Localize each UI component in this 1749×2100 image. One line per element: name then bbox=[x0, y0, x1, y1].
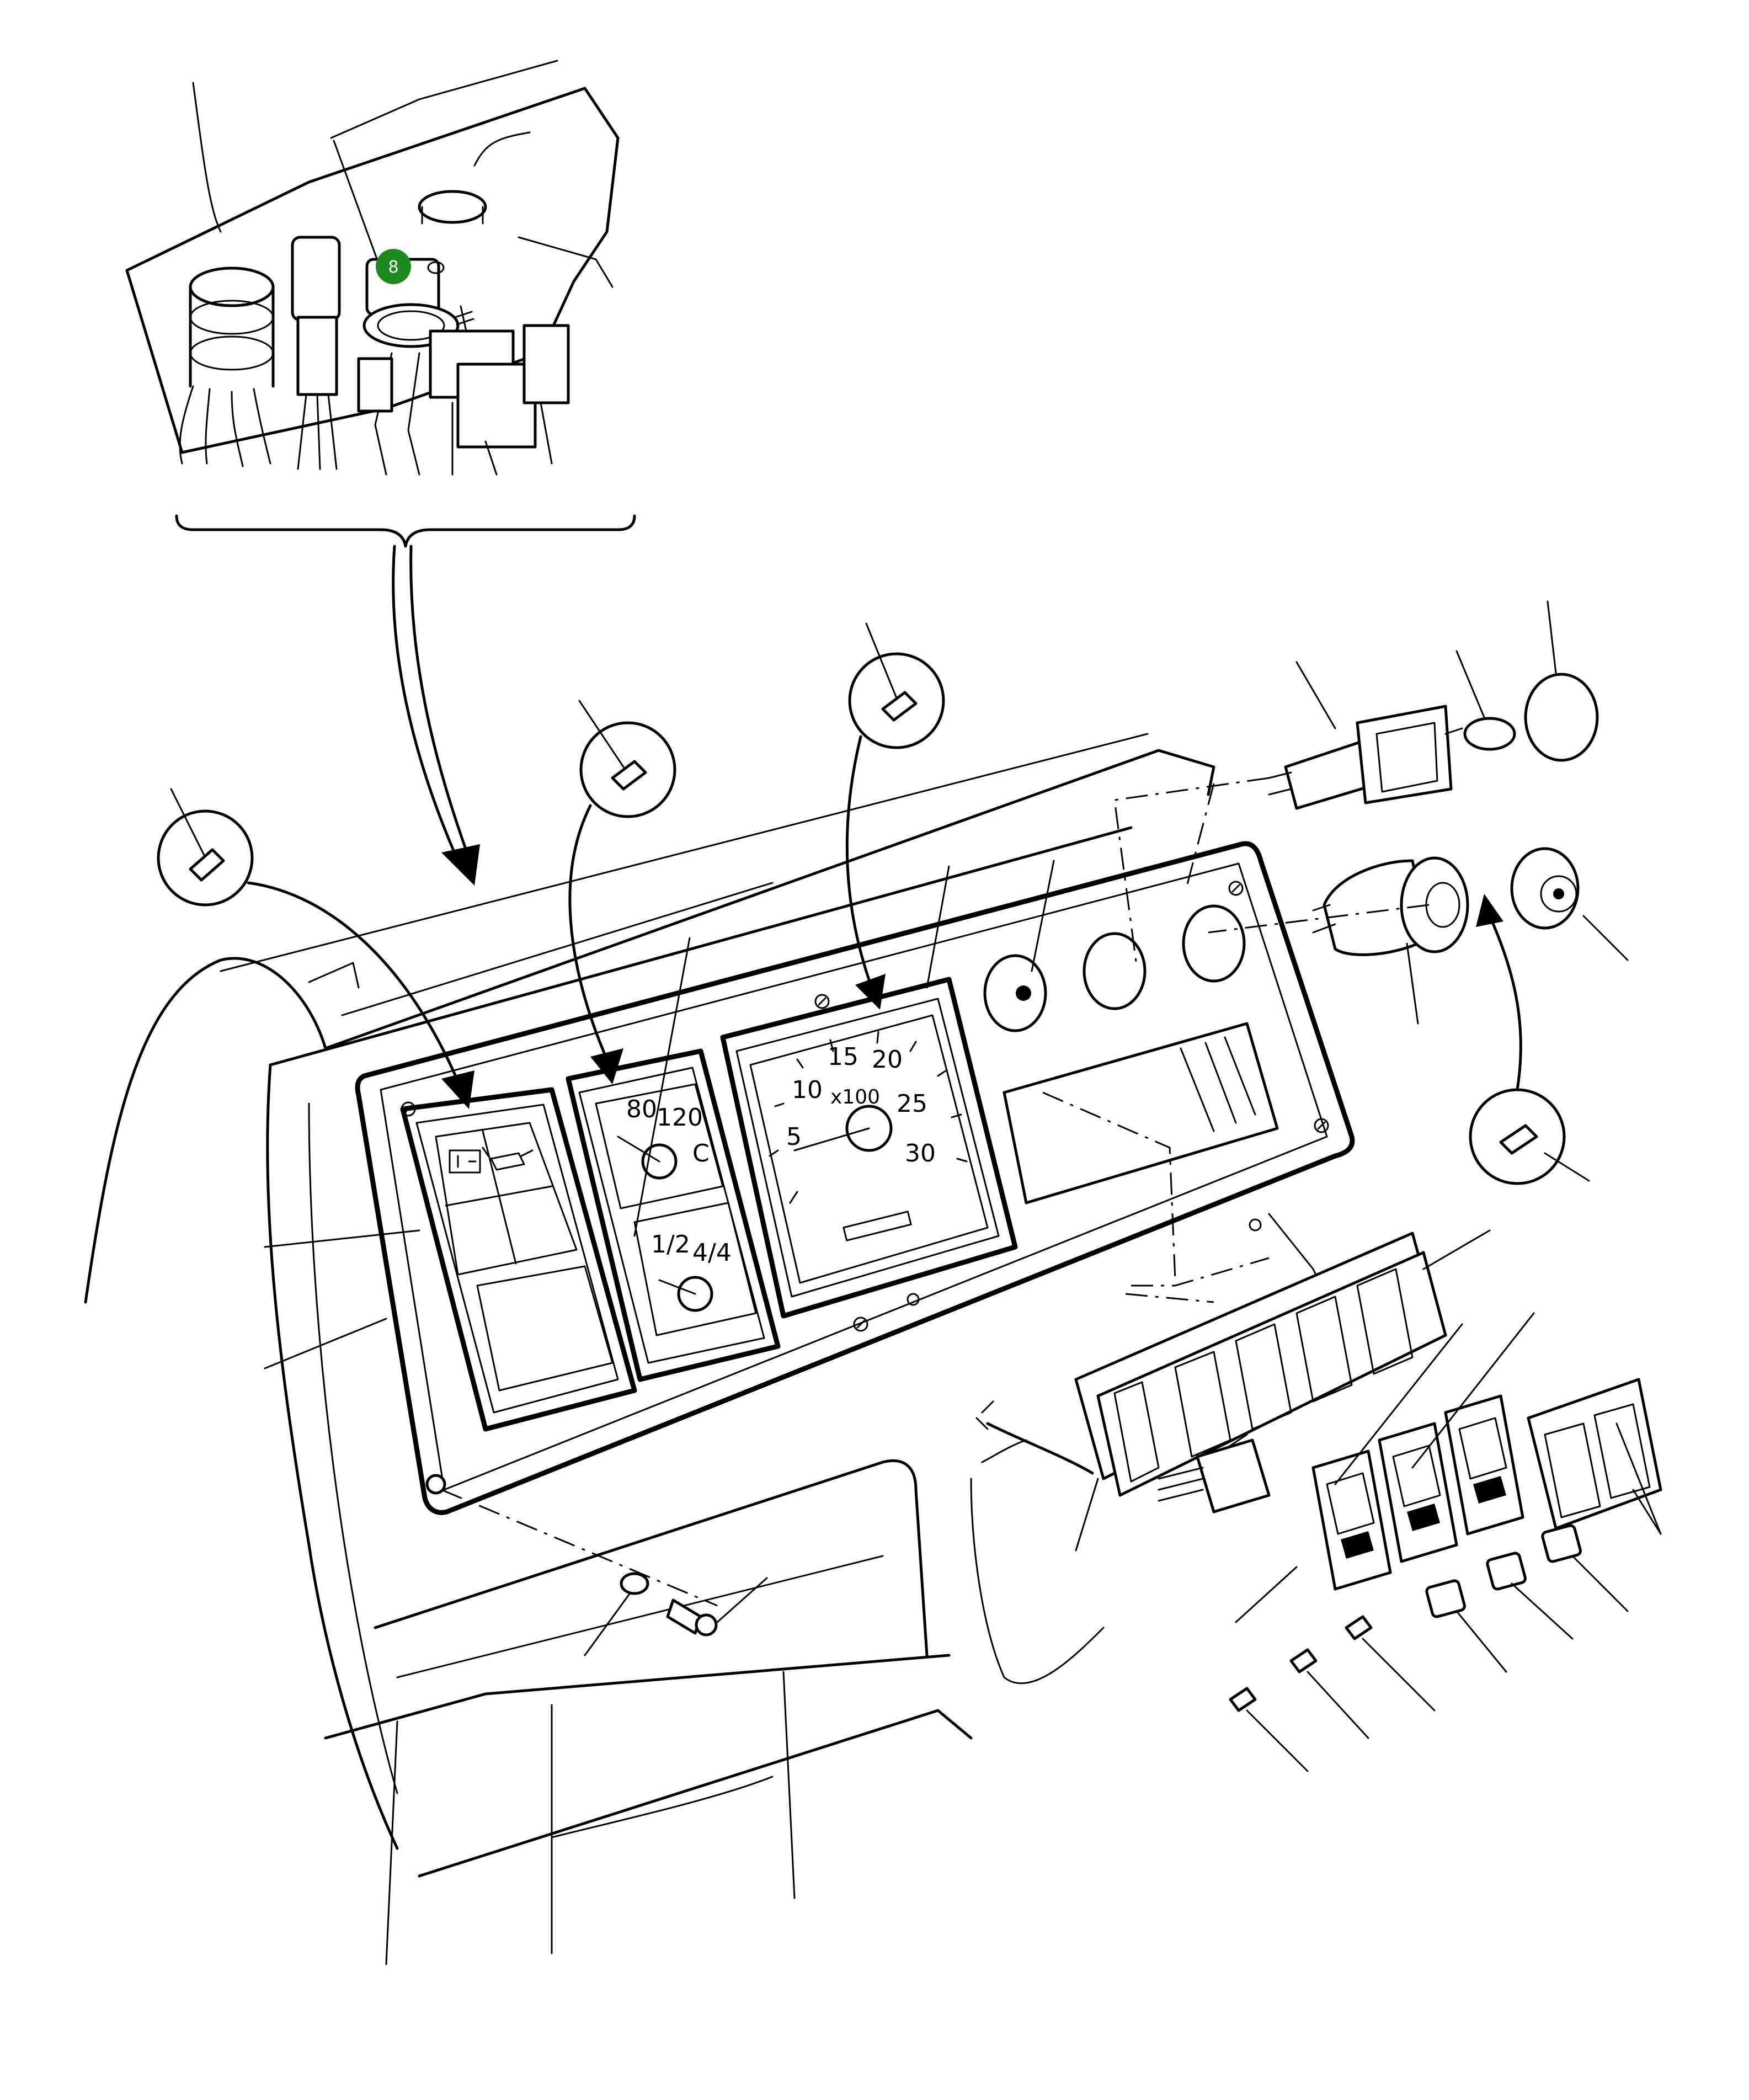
temp-label-120: 120 bbox=[657, 1104, 703, 1132]
battery-warning-icon bbox=[449, 1149, 481, 1174]
bulb-detail-3 bbox=[845, 622, 945, 1010]
lens-cap-wiper-icon bbox=[1541, 1524, 1582, 1563]
screw bbox=[666, 1598, 702, 1635]
tach-label-30: 30 bbox=[905, 1139, 936, 1168]
lens-cap-worklight-icon bbox=[1486, 1552, 1527, 1591]
rocker-switch-2 bbox=[1378, 1422, 1458, 1563]
tach-label-20: 20 bbox=[872, 1046, 903, 1074]
rocker-switch-1 bbox=[1311, 1449, 1392, 1591]
tach-label-10: 10 bbox=[792, 1076, 823, 1104]
fuel-label-full: 4/4 bbox=[692, 1239, 732, 1267]
detail-inset: 8 bbox=[125, 60, 620, 476]
rocker-switch-bank bbox=[264, 860, 1662, 1772]
tach-label-15: 15 bbox=[828, 1043, 858, 1071]
warning-light-cluster bbox=[400, 1087, 637, 1432]
fuel-label-half: 1/2 bbox=[651, 1230, 690, 1259]
temp-fuel-cluster: 80 120 C 1/2 4/4 bbox=[566, 1048, 781, 1382]
inset-brace bbox=[175, 514, 636, 886]
instrument-panel: 80 120 C 1/2 4/4 bbox=[355, 841, 1355, 1515]
temperature-gauge: 80 120 C bbox=[595, 1083, 724, 1209]
exploded-switch-parts bbox=[1113, 600, 1629, 1025]
tach-multiplier: x100 bbox=[830, 1086, 880, 1108]
callout-label: 8 bbox=[388, 258, 398, 277]
rocker-switch-3 bbox=[1444, 1394, 1524, 1536]
temp-label-80: 80 bbox=[626, 1095, 657, 1123]
tach-label-5: 5 bbox=[786, 1123, 802, 1151]
bulb-detail-4 bbox=[1469, 894, 1590, 1185]
temp-label-c: C bbox=[692, 1139, 710, 1168]
callout-badge bbox=[376, 249, 411, 284]
washer bbox=[620, 1572, 649, 1595]
oil-pressure-warning-icon bbox=[482, 1147, 534, 1171]
bulb-detail-2 bbox=[568, 700, 676, 1084]
tachometer: 5 10 15 20 25 30 x100 bbox=[720, 977, 1018, 1319]
tach-label-25: 25 bbox=[897, 1090, 927, 1118]
lens-cap-beacon-icon bbox=[1425, 1579, 1466, 1618]
dashboard-body bbox=[84, 733, 1325, 1965]
bulb-small-2 bbox=[1289, 1648, 1318, 1673]
bulb-small-1 bbox=[1229, 1687, 1257, 1712]
bulb-detail-1 bbox=[157, 788, 474, 1109]
panel-fasteners bbox=[441, 1489, 768, 1656]
panel-openings bbox=[983, 904, 1279, 1204]
bulb-small-3 bbox=[1345, 1615, 1373, 1640]
fuel-gauge: 1/2 4/4 bbox=[633, 1202, 757, 1336]
bulb-callouts bbox=[157, 622, 1590, 1185]
